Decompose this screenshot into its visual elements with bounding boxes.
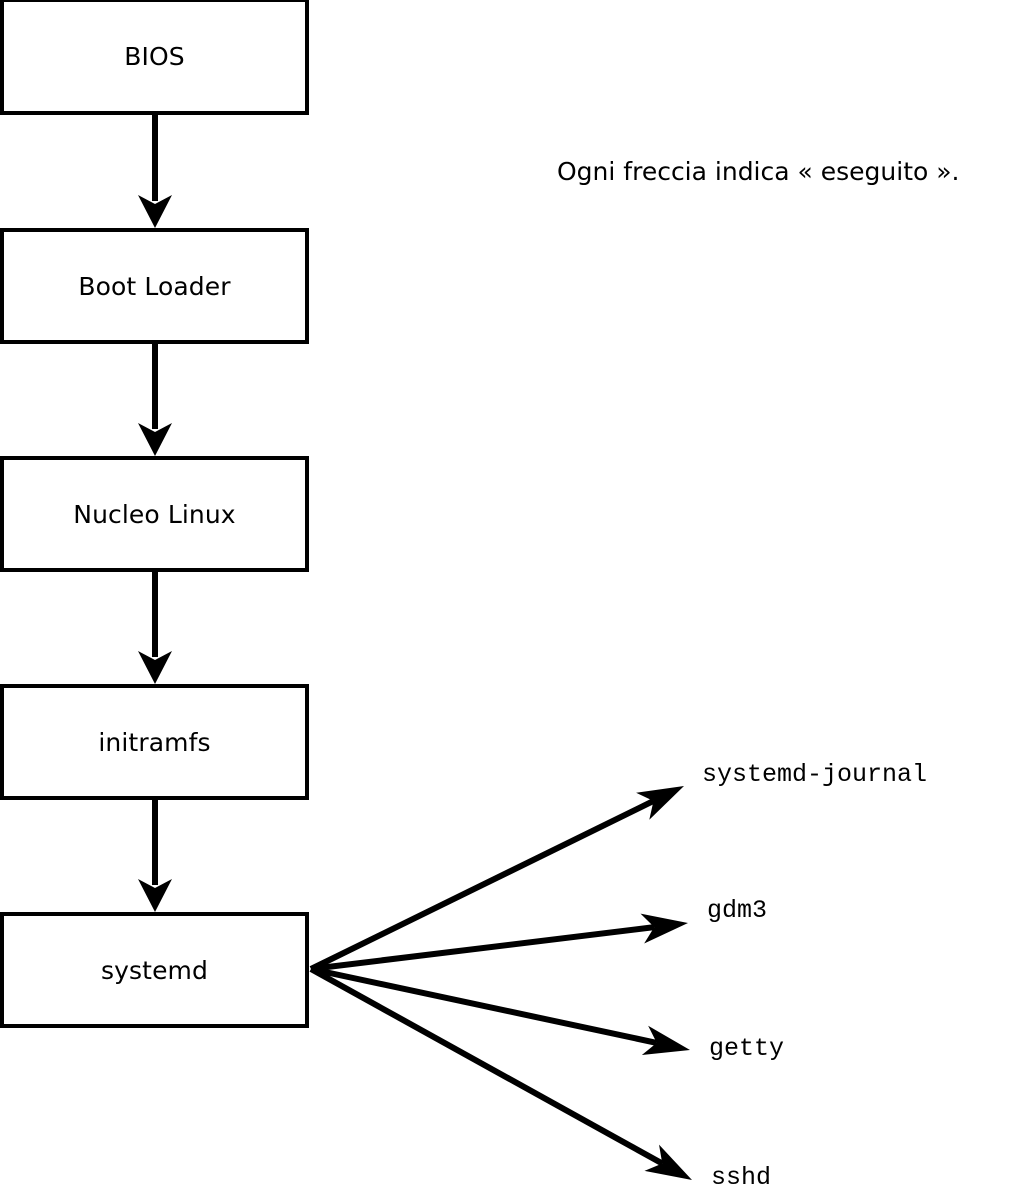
stage-label-systemd: systemd — [101, 955, 208, 985]
arrow-shaft — [310, 924, 655, 972]
arrow-kernel-to-initramfs — [138, 572, 172, 684]
arrow-shaft — [309, 966, 664, 1167]
arrow-head — [138, 423, 172, 456]
arrow-shaft — [310, 966, 658, 1046]
arrow-bios-to-bootloader — [138, 115, 172, 228]
arrow-systemd-to-gdm3 — [310, 913, 688, 972]
arrow-shaft — [309, 798, 655, 972]
arrow-head — [644, 1144, 692, 1180]
arrow-systemd-to-systemd-journal — [309, 786, 684, 972]
arrow-head — [640, 913, 688, 944]
stage-label-bios: BIOS — [124, 42, 185, 71]
stage-box-initramfs[interactable]: initramfs — [0, 684, 309, 800]
chain-arrows-group — [138, 115, 172, 912]
stage-label-initramfs: initramfs — [98, 727, 211, 757]
arrow-systemd-to-getty — [310, 966, 690, 1056]
fanout-arrows-group — [309, 786, 692, 1180]
arrow-bootloader-to-kernel — [138, 344, 172, 456]
arrow-head — [641, 1025, 690, 1056]
stage-label-bootloader: Boot Loader — [78, 271, 231, 301]
arrow-head — [636, 786, 684, 820]
stage-box-bootloader[interactable]: Boot Loader — [0, 228, 309, 344]
service-label-systemd-journal[interactable]: systemd-journal — [702, 760, 928, 789]
stage-label-kernel: Nucleo Linux — [73, 499, 236, 529]
service-label-sshd[interactable]: sshd — [711, 1163, 772, 1192]
service-label-gdm3[interactable]: gdm3 — [707, 896, 768, 925]
arrow-initramfs-to-systemd — [138, 800, 172, 912]
stage-box-kernel[interactable]: Nucleo Linux — [0, 456, 309, 572]
legend-caption: Ogni freccia indica « eseguito ». — [557, 157, 960, 186]
arrow-head — [138, 879, 172, 912]
stage-box-systemd[interactable]: systemd — [0, 912, 309, 1028]
arrow-head — [138, 651, 172, 684]
stage-box-bios[interactable]: BIOS — [0, 0, 309, 115]
arrow-head — [138, 195, 172, 228]
arrow-systemd-to-sshd — [309, 966, 692, 1180]
service-label-getty[interactable]: getty — [709, 1034, 785, 1063]
